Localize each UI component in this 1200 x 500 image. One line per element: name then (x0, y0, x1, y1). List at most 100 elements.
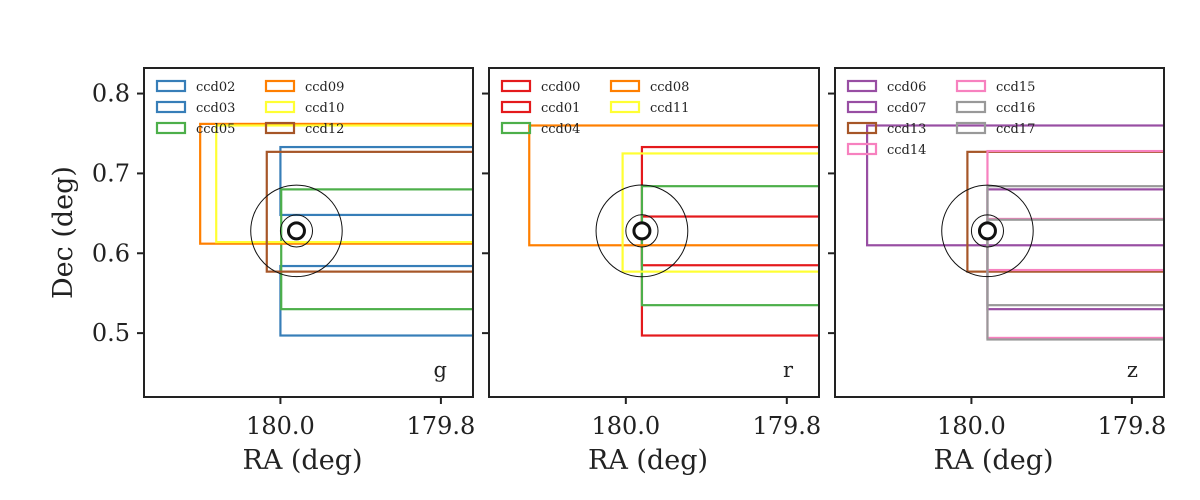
band-label: r (783, 358, 794, 382)
legend-item-ccd12: ccd12 (264, 121, 344, 137)
search-radius-circle-1 (970, 214, 1005, 248)
legend-swatch (500, 100, 532, 114)
legend-swatch (155, 79, 187, 93)
legend-item-ccd04: ccd04 (500, 121, 580, 137)
legend-swatch (609, 79, 641, 93)
legend-swatch (955, 100, 987, 114)
legend-swatch (955, 79, 987, 93)
legend-label: ccd08 (650, 80, 689, 95)
legend-swatch (155, 121, 187, 135)
legend-swatch (264, 100, 296, 114)
legend-label: ccd02 (196, 80, 235, 95)
legend-item-ccd16: ccd16 (955, 100, 1035, 116)
legend-swatch (846, 100, 878, 114)
legend-item-ccd17: ccd17 (955, 121, 1035, 137)
legend-item-ccd10: ccd10 (264, 100, 344, 116)
legend: ccd06 ccd07 ccd13 ccd14 ccd15 ccd16 ccd17 (846, 79, 1035, 158)
legend-item-ccd01: ccd01 (500, 100, 580, 116)
data-area (199, 122, 473, 337)
x-tick-label: 180.0 (937, 412, 1006, 440)
x-axis-label: RA (deg) (933, 445, 1053, 476)
legend-swatch (500, 121, 532, 135)
y-axis-label: Dec (deg) (48, 166, 79, 299)
legend-item-ccd15: ccd15 (955, 79, 1035, 95)
x-tick-label: 179.8 (1098, 412, 1167, 440)
legend-label: ccd04 (541, 122, 580, 137)
x-tick-label: 180.0 (246, 412, 315, 440)
legend-label: ccd00 (541, 80, 580, 95)
legend-label: ccd03 (196, 101, 235, 116)
legend-item-ccd06: ccd06 (846, 79, 926, 95)
footprint-ccd00 (640, 145, 819, 267)
footprint-ccd17 (986, 218, 1164, 341)
legend-label: ccd09 (305, 80, 344, 95)
footprint-ccd03 (279, 264, 473, 337)
legend-label: ccd17 (996, 122, 1035, 137)
target-marker (977, 221, 997, 241)
legend-label: ccd07 (887, 101, 926, 116)
footprint-ccd08 (528, 124, 819, 247)
y-tick-label: 0.5 (92, 319, 130, 347)
legend-swatch (264, 79, 296, 93)
x-tick-label: 179.8 (407, 412, 476, 440)
legend: ccd02 ccd03 ccd05 ccd09 ccd10 ccd12 (155, 79, 344, 137)
footprint-ccd10 (215, 124, 473, 244)
footprint-ccd05 (280, 188, 473, 311)
search-radius-circle-2 (595, 184, 689, 278)
legend-item-ccd02: ccd02 (155, 79, 235, 95)
legend-item-ccd07: ccd07 (846, 100, 926, 116)
footprint-ccd01 (640, 215, 819, 337)
x-axis-label: RA (deg) (588, 445, 708, 476)
legend: ccd00 ccd01 ccd04 ccd08 ccd11 (500, 79, 689, 137)
legend-swatch (846, 142, 878, 156)
x-tick-label: 179.8 (752, 412, 821, 440)
legend-item-ccd08: ccd08 (609, 79, 689, 95)
footprint-ccd12 (265, 150, 473, 273)
footprint-ccd13 (966, 150, 1164, 273)
legend-label: ccd16 (996, 101, 1035, 116)
x-axis-label: RA (deg) (242, 445, 362, 476)
target-marker (632, 221, 652, 241)
legend-label: ccd11 (650, 101, 689, 116)
search-radius-circle-1 (625, 214, 659, 248)
band-label: z (1127, 358, 1138, 382)
legend-swatch (846, 121, 878, 135)
axes-frame (834, 67, 1165, 398)
legend-item-ccd13: ccd13 (846, 121, 926, 137)
legend-label: ccd12 (305, 122, 344, 137)
legend-label: ccd14 (887, 143, 926, 158)
legend-label: ccd13 (887, 122, 926, 137)
legend-item-ccd11: ccd11 (609, 100, 689, 116)
legend-swatch (155, 100, 187, 114)
x-tick-label: 180.0 (591, 412, 660, 440)
y-tick-label: 0.6 (92, 239, 130, 267)
legend-label: ccd10 (305, 101, 344, 116)
legend-swatch (955, 121, 987, 135)
legend-item-ccd03: ccd03 (155, 100, 235, 116)
search-radius-circle-2 (941, 184, 1034, 278)
legend-label: ccd01 (541, 101, 580, 116)
axes-frame (143, 67, 474, 398)
legend-swatch (609, 100, 641, 114)
axes-frame (488, 67, 820, 398)
legend-label: ccd15 (996, 80, 1035, 95)
search-radius-circle-2 (250, 184, 343, 278)
legend-label: ccd06 (887, 80, 926, 95)
footprint-ccd06 (865, 124, 1164, 247)
legend-swatch (264, 121, 296, 135)
target-marker (286, 221, 306, 241)
legend-swatch (500, 79, 532, 93)
footprint-ccd02 (279, 145, 473, 217)
band-label: g (434, 358, 447, 382)
legend-item-ccd05: ccd05 (155, 121, 235, 137)
legend-label: ccd05 (196, 122, 235, 137)
legend-item-ccd14: ccd14 (846, 142, 926, 158)
legend-item-ccd09: ccd09 (264, 79, 344, 95)
data-area (528, 124, 819, 337)
footprint-ccd07 (986, 188, 1164, 311)
y-tick-label: 0.7 (92, 159, 130, 187)
